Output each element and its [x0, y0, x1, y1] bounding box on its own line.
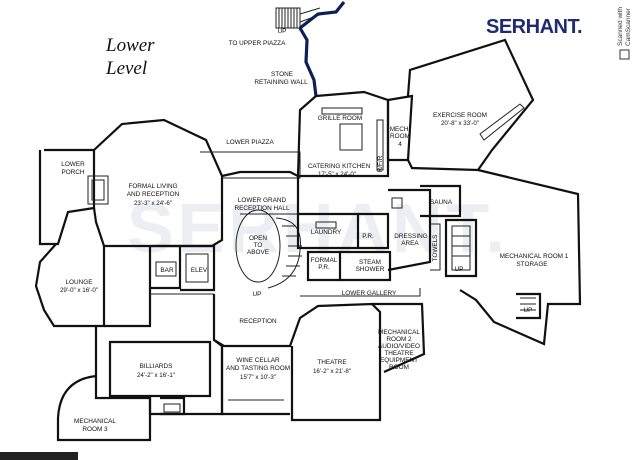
bottom-strip: [0, 452, 78, 460]
label-lower-gallery: LOWER GALLERY: [342, 290, 397, 297]
label-lower-piazza: LOWER PIAZZA: [226, 139, 274, 146]
label-up-mech-stair: UP: [524, 307, 533, 314]
label-bar: BAR: [160, 267, 174, 274]
label-mech1-2: STORAGE: [516, 261, 547, 268]
label-formal-living-1: FORMAL LIVING: [128, 183, 177, 190]
heading-level: Level: [105, 58, 147, 79]
label-reception: RECEPTION: [239, 318, 277, 325]
scanner-line1: Scanned with: [617, 7, 624, 46]
open-to-above-oval: [235, 209, 281, 283]
label-lounge: LOUNGE: [66, 279, 93, 286]
label-steam-2: SHOWER: [356, 266, 385, 273]
label-sauna: SAUNA: [430, 199, 453, 206]
walls-reception-hall: [221, 170, 302, 289]
scanner-line2: CamScanner: [625, 7, 632, 46]
stone-retaining-wall: [298, 1, 346, 97]
heading-lower: Lower: [105, 35, 155, 56]
label-up-top: UP: [278, 28, 287, 35]
label-up-main-stair: UP: [253, 291, 262, 298]
label-stone-wall-2: RETAINING WALL: [254, 79, 308, 86]
label-catering-kitchen: CATERING KITCHEN: [308, 163, 371, 170]
label-formal-pr-2: P.R.: [318, 264, 330, 271]
label-towels: TOWELS: [432, 235, 439, 262]
label-mech3-1: MECHANICAL: [74, 418, 116, 425]
label-mech2-1: MECHANICAL: [378, 329, 420, 336]
label-mech4-1: MECH.: [390, 126, 411, 133]
walls-upper: [296, 38, 535, 178]
brand-logo: SERHANT.: [486, 16, 582, 38]
walls-west: [38, 118, 301, 248]
label-stone-wall-1: STONE: [271, 71, 293, 78]
label-to-upper-piazza: TO UPPER PIAZZA: [229, 40, 286, 47]
label-lower-porch-1: LOWER: [61, 161, 85, 168]
label-rfr: R/F/R: [377, 155, 384, 172]
label-formal-pr-1: FORMAL: [311, 257, 338, 264]
walls-billiards: [56, 326, 224, 442]
label-exercise-room: EXERCISE ROOM: [433, 112, 487, 119]
label-dressing-2: AREA: [401, 240, 419, 247]
label-catering-dim: 17'-5" x 24'-0": [318, 171, 356, 178]
label-lower-porch-2: PORCH: [61, 169, 84, 176]
label-mech2-6: ROOM: [389, 364, 409, 371]
label-open-3: ABOVE: [247, 249, 269, 256]
label-open-1: OPEN: [249, 235, 267, 242]
camscanner-icon: [619, 49, 630, 60]
label-formal-living-dim: 23'-3" x 24'-6": [134, 200, 172, 207]
label-mech2-3: AUDIO/VIDEO: [378, 343, 420, 350]
label-mech4-2: ROOM: [390, 133, 410, 140]
label-wine-1: WINE CELLAR: [236, 357, 280, 364]
label-mech2-4: THEATRE: [384, 350, 413, 357]
label-mech1-1: MECHANICAL ROOM 1: [500, 253, 569, 260]
label-formal-living-2: AND RECEPTION: [127, 191, 180, 198]
label-billiards: BILLIARDS: [140, 363, 173, 370]
label-grille-room: GRILLE ROOM: [318, 115, 362, 122]
label-elev: ELEV: [191, 267, 208, 274]
walls-east: [444, 168, 582, 346]
label-open-2: TO: [254, 242, 263, 249]
label-laundry: LAUNDRY: [311, 229, 342, 236]
label-grand-reception-1: LOWER GRAND: [238, 197, 287, 204]
label-up-right-stair: UP: [455, 266, 464, 273]
label-billiards-dim: 24'-2" x 16'-1": [137, 372, 175, 379]
label-mech2-2: ROOM 2: [386, 336, 412, 343]
label-wine-2: AND TASTING ROOM: [226, 365, 290, 372]
label-pr: P.R.: [362, 233, 374, 240]
label-dressing-1: DRESSING: [394, 233, 427, 240]
label-mech4-3: 4: [398, 141, 402, 148]
label-grand-reception-2: RECEPTION HALL: [234, 205, 289, 212]
walls-service-core: [296, 184, 462, 282]
label-theatre: THEATRE: [317, 359, 346, 366]
label-wine-dim: 15'7" x 10'-3": [240, 374, 276, 381]
walls-lounge: [34, 243, 216, 328]
label-steam-1: STEAM: [359, 259, 381, 266]
scanner-badge: Scanned with CamScanner: [612, 2, 638, 60]
label-mech2-5: EQUIPMENT: [380, 357, 418, 364]
label-exercise-dim: 20'-8" x 33'-0": [441, 120, 479, 127]
label-mech3-2: ROOM 3: [82, 426, 108, 433]
label-theatre-dim: 16'-2" x 21'-8": [313, 368, 351, 375]
label-lounge-dim: 29'-0" x 16'-0": [60, 287, 98, 294]
